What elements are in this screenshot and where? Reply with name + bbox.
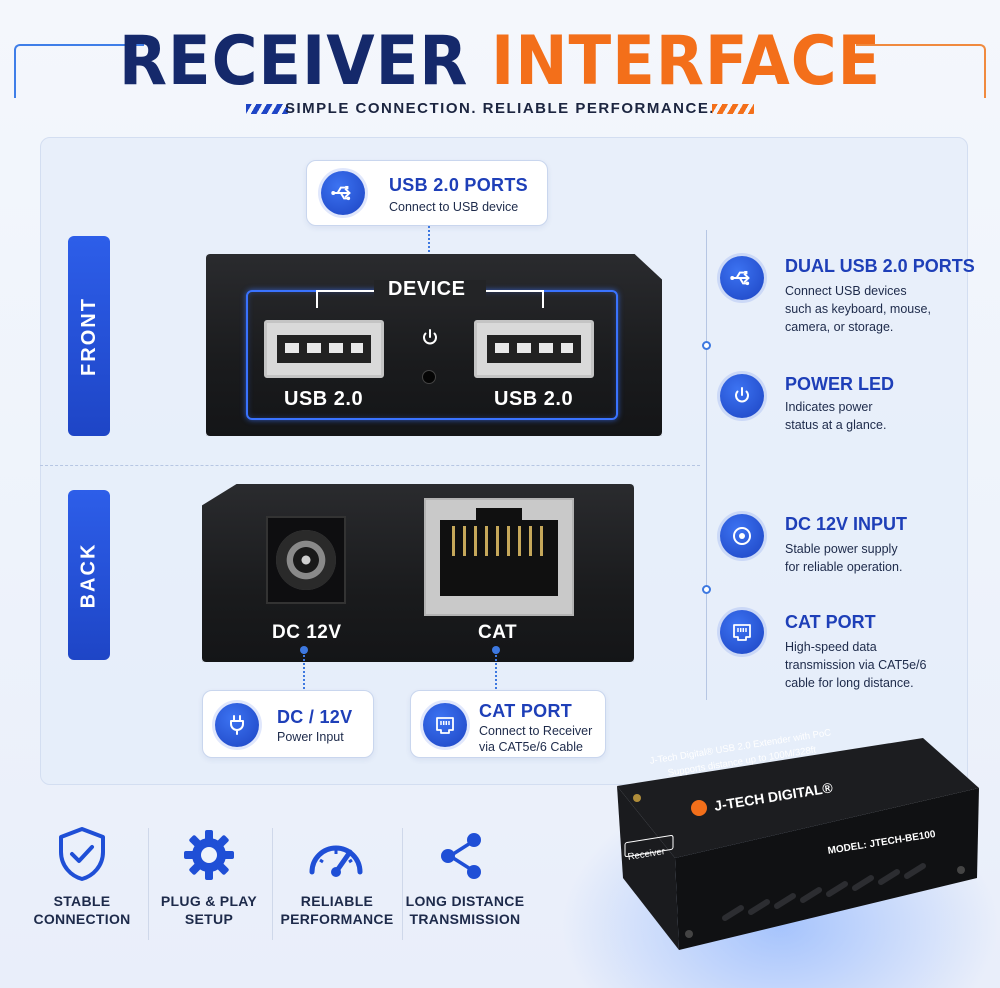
feature-desc-line: such as keyboard, mouse, (785, 302, 931, 316)
back-label: BACK (77, 542, 100, 608)
usb-port-right-label: USB 2.0 (494, 388, 574, 410)
usb-port-left (264, 320, 384, 378)
cat-callout-connector (495, 652, 497, 692)
ethernet-icon (423, 703, 467, 747)
divider-dot (702, 585, 711, 594)
bottom-feature-line2: CONNECTION (33, 911, 131, 927)
bottom-feature-line2: PERFORMANCE (280, 911, 394, 927)
usb-port-right (474, 320, 594, 378)
bottom-feature-line2: SETUP (184, 911, 234, 927)
feature-desc-line: camera, or storage. (785, 320, 894, 334)
power-led (422, 370, 436, 384)
page-subtitle: SIMPLE CONNECTION. RELIABLE PERFORMANCE. (284, 100, 715, 117)
ethernet-icon (720, 610, 764, 654)
cat-port-callout: CAT PORT Connect to Receiver via CAT5e/6… (410, 690, 606, 758)
dc-12v-label: DC 12V (272, 622, 342, 643)
feature-desc-line: Indicates power (785, 400, 873, 414)
feature-desc-line: transmission via CAT5e/6 (785, 658, 927, 672)
bottom-feature-label: LONG DISTANCE TRANSMISSION (404, 892, 526, 928)
feature-column-divider (706, 230, 707, 700)
cat-port-callout-desc-line1: Connect to Receiver (479, 724, 593, 738)
dc-power-callout: DC / 12V Power Input (202, 690, 374, 758)
bottom-feature-label: RELIABLE PERFORMANCE (276, 892, 398, 928)
front-panel-device: DEVICE USB 2.0 USB 2.0 (206, 254, 662, 436)
dc-power-jack (266, 516, 346, 604)
usb-icon (720, 256, 764, 300)
feature-title-dual-usb: DUAL USB 2.0 PORTS (785, 256, 975, 276)
cat-port (424, 498, 574, 616)
usb-ports-callout: USB 2.0 PORTS Connect to USB device (306, 160, 548, 226)
feature-desc-line: for reliable operation. (785, 560, 903, 574)
page-title: RECEIVER INTERFACE (40, 22, 960, 102)
dc-power-callout-title: DC / 12V (277, 707, 353, 727)
power-led-icon (418, 326, 442, 355)
bottom-feature-line1: LONG DISTANCE (405, 893, 525, 909)
feature-desc-line: Stable power supply (785, 542, 898, 556)
share-icon (438, 830, 484, 887)
bottom-feature-line1: RELIABLE (300, 893, 374, 909)
front-back-divider (40, 465, 700, 466)
feature-desc-line: Connect USB devices (785, 284, 907, 298)
feature-desc-line: cable for long distance. (785, 676, 914, 690)
gauge-icon (306, 832, 366, 883)
bottom-feature-line1: STABLE (53, 893, 111, 909)
interface-panel (40, 137, 968, 785)
cat-label: CAT (478, 622, 518, 643)
usb-callout-connector (428, 226, 430, 264)
gear-icon (182, 828, 236, 887)
front-label: FRONT (77, 296, 100, 376)
stripes-left (246, 104, 288, 114)
feature-desc-line: High-speed data (785, 640, 877, 654)
cat-port-callout-desc-line2: via CAT5e/6 Cable (479, 740, 583, 754)
bottom-separator (148, 828, 149, 940)
dc-callout-connector (303, 652, 305, 692)
feature-desc-line: status at a glance. (785, 418, 887, 432)
front-section-tab: FRONT (68, 236, 110, 436)
connector-dot (300, 646, 308, 654)
usb-ports-callout-title: USB 2.0 PORTS (389, 175, 528, 195)
bottom-feature-label: STABLE CONNECTION (20, 892, 144, 928)
bottom-feature-line1: PLUG & PLAY (160, 893, 258, 909)
circuit-decoration-right (856, 44, 986, 98)
stripes-right (712, 104, 754, 114)
bottom-separator (402, 828, 403, 940)
device-label: DEVICE (388, 278, 466, 300)
feature-title-dc-input: DC 12V INPUT (785, 514, 908, 534)
dc-power-callout-desc: Power Input (277, 730, 344, 744)
back-section-tab: BACK (68, 490, 110, 660)
feature-title-cat-port: CAT PORT (785, 612, 876, 632)
shield-check-icon (56, 826, 108, 887)
title-part-interface: INTERFACE (491, 22, 882, 101)
usb-ports-callout-desc: Connect to USB device (389, 200, 519, 214)
connector-dot (492, 646, 500, 654)
circuit-decoration-left (14, 44, 144, 98)
device-bracket-mask (374, 280, 486, 306)
usb-icon (321, 171, 365, 215)
title-part-receiver: RECEIVER (118, 22, 469, 101)
bottom-feature-line2: TRANSMISSION (409, 911, 521, 927)
bottom-feature-label: PLUG & PLAY SETUP (150, 892, 268, 928)
divider-dot (702, 341, 711, 350)
cat-port-callout-title: CAT PORT (479, 701, 573, 721)
back-panel-device: DC 12V CAT (202, 484, 634, 662)
dc-jack-icon (720, 514, 764, 558)
product-photo: J-Tech Digital® USB 2.0 Extender with Po… (605, 727, 985, 958)
usb-port-left-label: USB 2.0 (284, 388, 364, 410)
feature-title-power-led: POWER LED (785, 374, 895, 394)
power-icon (720, 374, 764, 418)
bottom-separator (272, 828, 273, 940)
plug-icon (215, 703, 259, 747)
